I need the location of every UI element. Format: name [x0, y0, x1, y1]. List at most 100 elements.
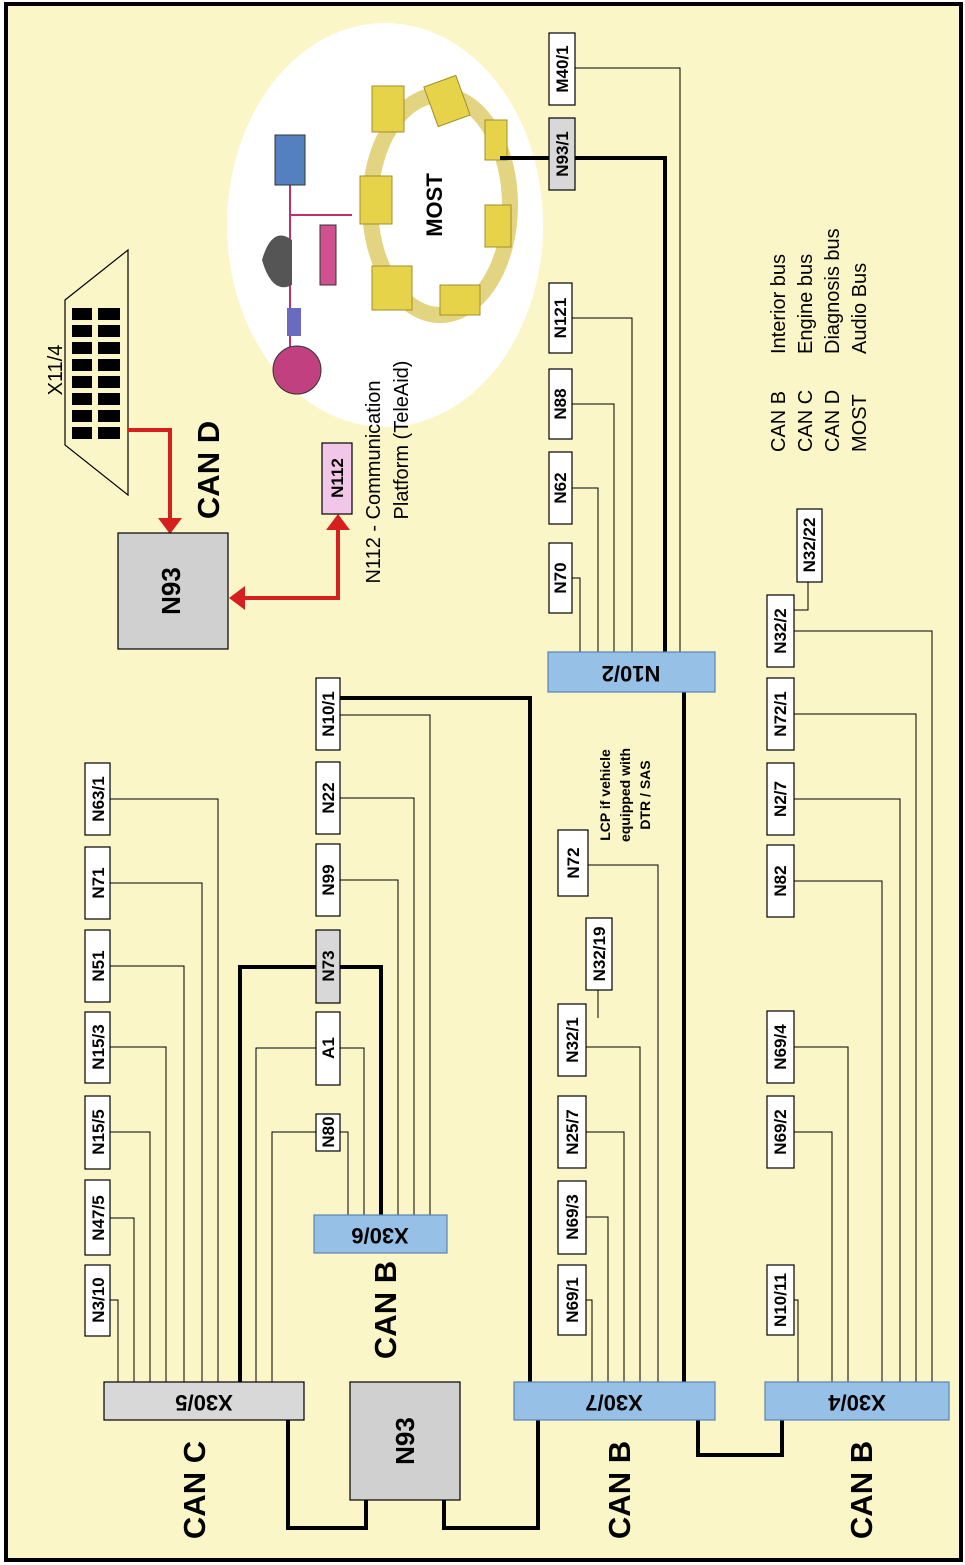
n93-gateway-top	[117, 532, 229, 650]
legend: CAN B Interior bus CAN C Engine bus CAN …	[768, 228, 871, 452]
hub-x30-5-label: X30/5	[175, 1390, 233, 1415]
module-n99-label: N99	[319, 864, 338, 895]
can-b-x30-4-label: CAN B	[844, 1441, 879, 1539]
module-n63-1-label: N63/1	[89, 776, 108, 821]
module-n51: N51	[84, 929, 111, 1003]
module-n15-3-label: N15/3	[89, 1024, 108, 1069]
can-b-x30-6-label: CAN B	[368, 1261, 403, 1359]
lcp-note-line2: equipped with	[617, 748, 633, 842]
module-n62: N62	[548, 451, 573, 525]
hub-x30-4-label: X30/4	[827, 1390, 885, 1415]
module-n69-1-label: N69/1	[563, 1277, 582, 1322]
module-n82: N82	[766, 844, 795, 918]
module-n22: N22	[315, 761, 341, 835]
module-n72: N72	[557, 829, 589, 897]
module-n32-22: N32/22	[796, 508, 823, 583]
module-n69-1: N69/1	[557, 1264, 587, 1336]
module-a1-label: A1	[319, 1037, 338, 1059]
module-n62-label: N62	[551, 472, 570, 503]
module-n10-1: N10/1	[315, 677, 341, 751]
connector-x11-4-label: X11/4	[45, 345, 67, 396]
module-n22-label: N22	[319, 782, 338, 813]
module-n2-7-label: N2/7	[771, 781, 790, 817]
module-n88: N88	[548, 368, 573, 440]
n112-caption-line2: Platform (TeleAid)	[391, 361, 413, 520]
module-n15-5-label: N15/5	[89, 1109, 108, 1154]
module-n80-label: N80	[319, 1116, 338, 1147]
legend-bus-most: MOST	[849, 394, 871, 452]
module-n32-2-label: N32/2	[771, 608, 790, 653]
lcp-note: LCP if vehicle equipped with DTR / SAS	[597, 748, 653, 842]
module-n10-11: N10/11	[766, 1264, 795, 1336]
module-n121: N121	[548, 282, 573, 354]
lcp-note-line1: LCP if vehicle	[597, 749, 613, 841]
can-d-label: CAN D	[191, 421, 226, 519]
n112-label: N112	[328, 458, 347, 498]
hub-x30-6: X30/6	[313, 1214, 448, 1254]
module-n69-3: N69/3	[557, 1180, 587, 1255]
module-n93-1-label: N93/1	[553, 131, 572, 176]
module-n25-7: N25/7	[557, 1095, 587, 1169]
hub-x30-5: X30/5	[103, 1381, 305, 1421]
module-n70: N70	[548, 542, 573, 614]
module-m40-1-label: M40/1	[553, 45, 572, 92]
module-n72-1-label: N72/1	[771, 691, 790, 736]
legend-bus-can-d: CAN D	[822, 390, 844, 452]
module-n88-label: N88	[551, 388, 570, 419]
module-n2-7: N2/7	[766, 762, 795, 836]
legend-desc-most: Audio Bus	[849, 263, 871, 354]
hub-n10-2: N10/2	[547, 651, 716, 693]
n93-top-label: N93	[156, 567, 186, 615]
module-n47-5-label: N47/5	[89, 1195, 108, 1240]
module-n15-5: N15/5	[84, 1095, 111, 1170]
module-n69-2: N69/2	[766, 1095, 795, 1169]
legend-desc-can-c: Engine bus	[795, 254, 817, 354]
module-n10-11-label: N10/11	[771, 1273, 790, 1327]
module-n70-label: N70	[551, 562, 570, 593]
module-n3-10: N3/10	[84, 1264, 111, 1337]
module-n69-2-label: N69/2	[771, 1109, 790, 1154]
can-b-x30-7-label: CAN B	[602, 1441, 637, 1539]
hub-x30-6-label: X30/6	[351, 1223, 409, 1248]
module-n99: N99	[315, 843, 341, 917]
hub-x30-7-label: X30/7	[585, 1390, 643, 1415]
module-n82-label: N82	[771, 865, 790, 896]
module-n3-10-label: N3/10	[89, 1277, 108, 1322]
module-n73: N73	[315, 929, 341, 1004]
legend-desc-can-d: Diagnosis bus	[822, 228, 844, 354]
most-ring-illustration: MOST	[227, 23, 543, 427]
module-n32-1: N32/1	[557, 1003, 587, 1077]
legend-bus-can-c: CAN C	[795, 390, 817, 452]
can-d-area: X11/4 N93 CAN D N112 N112 - Communicatio…	[45, 248, 413, 650]
module-n51-label: N51	[89, 950, 108, 981]
module-n93-1: N93/1	[548, 117, 576, 191]
n93-bottom-label: N93	[390, 1417, 420, 1465]
hub-n10-2-label: N10/2	[602, 661, 661, 686]
module-n69-3-label: N69/3	[563, 1194, 582, 1239]
module-n71: N71	[84, 846, 111, 920]
can-c-label: CAN C	[177, 1441, 212, 1539]
module-n69-4-label: N69/4	[771, 1024, 790, 1070]
module-n80: N80	[315, 1113, 341, 1152]
legend-desc-can-b: Interior bus	[768, 254, 790, 354]
module-n72-label: N72	[564, 847, 583, 878]
module-n32-1-label: N32/1	[563, 1017, 582, 1062]
hub-x30-7: X30/7	[513, 1381, 716, 1421]
module-n32-2: N32/2	[766, 594, 795, 668]
lcp-note-line3: DTR / SAS	[637, 760, 653, 829]
module-n71-label: N71	[89, 867, 108, 898]
n112-box	[321, 442, 353, 515]
module-n32-19-label: N32/19	[590, 927, 609, 982]
module-m40-1: M40/1	[548, 32, 576, 106]
module-n32-22-label: N32/22	[800, 518, 819, 573]
module-n121-label: N121	[551, 298, 570, 339]
module-n73-label: N73	[319, 950, 338, 981]
module-n25-7-label: N25/7	[563, 1109, 582, 1154]
module-n15-3: N15/3	[84, 1011, 111, 1084]
n93-gateway-bottom: N93	[349, 1381, 461, 1501]
module-n72-1: N72/1	[766, 677, 795, 751]
module-n47-5: N47/5	[84, 1179, 111, 1256]
thin-wiring	[110, 67, 933, 1382]
hub-x30-4: X30/4	[764, 1381, 950, 1421]
